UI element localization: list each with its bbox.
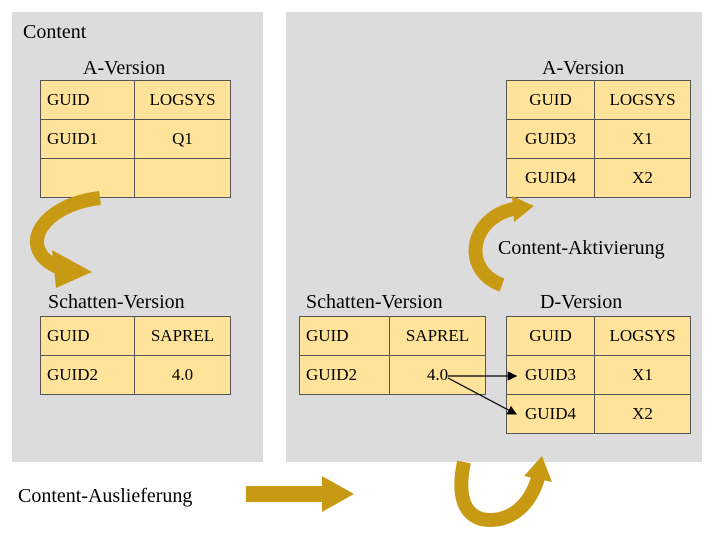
- table-row: GUID1 Q1: [40, 119, 231, 159]
- table-cell: X2: [594, 394, 691, 434]
- table-header-cell: LOGSYS: [134, 80, 231, 120]
- right-a-version-table: GUID LOGSYS GUID3 X1 GUID4 X2: [506, 80, 691, 198]
- table-header-row: GUID SAPREL: [299, 316, 486, 356]
- table-row: GUID4 X2: [506, 394, 691, 434]
- d-version-heading: D-Version: [540, 291, 623, 313]
- table-header-cell: SAPREL: [134, 316, 231, 356]
- table-cell: GUID2: [299, 355, 390, 395]
- table-header-cell: GUID: [506, 80, 595, 120]
- table-cell: GUID2: [40, 355, 135, 395]
- table-row: GUID3 X1: [506, 119, 691, 159]
- table-header-cell: LOGSYS: [594, 316, 691, 356]
- table-cell: GUID3: [506, 355, 595, 395]
- table-header-cell: GUID: [299, 316, 390, 356]
- table-row: GUID2 4.0: [299, 355, 486, 395]
- table-header-row: GUID LOGSYS: [40, 80, 231, 120]
- table-cell: GUID1: [40, 119, 135, 159]
- table-header-row: GUID LOGSYS: [506, 316, 691, 356]
- content-delivery-label: Content-Auslieferung: [18, 485, 193, 507]
- left-shadow-version-table: GUID SAPREL GUID2 4.0: [40, 316, 231, 395]
- table-cell: GUID4: [506, 158, 595, 198]
- right-shadow-version-heading: Schatten-Version: [306, 291, 443, 313]
- bottom-curved-arrow-icon: [454, 456, 552, 528]
- table-cell: GUID4: [506, 394, 595, 434]
- table-row: GUID2 4.0: [40, 355, 231, 395]
- table-cell: 4.0: [389, 355, 486, 395]
- table-cell: Q1: [134, 119, 231, 159]
- left-a-version-table: GUID LOGSYS GUID1 Q1: [40, 80, 231, 198]
- table-header-cell: LOGSYS: [594, 80, 691, 120]
- content-title: Content: [23, 21, 87, 43]
- table-row: GUID4 X2: [506, 158, 691, 198]
- table-cell: X1: [594, 119, 691, 159]
- right-shadow-version-table: GUID SAPREL GUID2 4.0: [299, 316, 486, 395]
- table-header-cell: GUID: [506, 316, 595, 356]
- table-header-cell: SAPREL: [389, 316, 486, 356]
- table-header-row: GUID LOGSYS: [506, 80, 691, 120]
- mapping-arrow-guid4: [447, 377, 518, 415]
- table-cell: GUID3: [506, 119, 595, 159]
- table-row: GUID3 X1: [506, 355, 691, 395]
- delivery-arrow-icon: [246, 476, 354, 512]
- table-header-cell: GUID: [40, 80, 135, 120]
- table-cell: X2: [594, 158, 691, 198]
- left-curved-arrow-icon: [30, 191, 102, 288]
- left-shadow-version-heading: Schatten-Version: [48, 291, 185, 313]
- content-activation-label: Content-Aktivierung: [498, 237, 665, 259]
- table-cell: [40, 158, 135, 198]
- table-cell: 4.0: [134, 355, 231, 395]
- left-a-version-heading: A-Version: [83, 57, 166, 79]
- table-row: [40, 158, 231, 198]
- activation-curved-arrow-icon: [468, 196, 534, 292]
- table-cell: [134, 158, 231, 198]
- right-a-version-heading: A-Version: [542, 57, 625, 79]
- d-version-table: GUID LOGSYS GUID3 X1 GUID4 X2: [506, 316, 691, 434]
